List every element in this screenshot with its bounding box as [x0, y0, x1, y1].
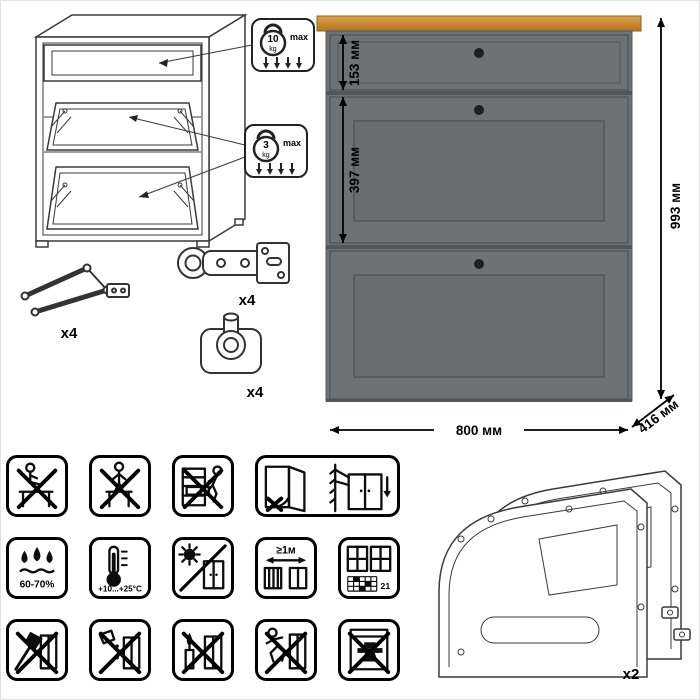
hardware-parts: x4 x4 x4 [20, 242, 290, 401]
weight-value: 10 [267, 34, 279, 45]
wireframe-flap-2 [46, 166, 199, 230]
pictogram-no-sharp-tools [6, 619, 68, 681]
kettlebell-icon [256, 129, 276, 140]
dimension-total-height: 993 мм [657, 18, 683, 399]
weight-unit: kg [262, 152, 270, 159]
pictogram-ventilation: 21 [338, 537, 400, 599]
calendar-day-label: 21 [381, 581, 391, 591]
dimension-drawer-height: 153 мм [339, 35, 362, 90]
wireframe-flap-1 [46, 102, 199, 151]
wireframe-drawer [43, 44, 202, 82]
kettlebell-icon [263, 23, 283, 34]
foot-qty: x4 [247, 384, 264, 401]
pictogram-no-children-playing [255, 619, 317, 681]
cabinet-flap-middle [329, 96, 629, 244]
panel-fittings [661, 606, 691, 641]
pictogram-no-standing [89, 455, 151, 517]
weight-unit: kg [269, 46, 277, 53]
flap-knob [474, 259, 484, 269]
pictogram-no-sitting [6, 455, 68, 517]
down-arrows-icon [256, 163, 295, 175]
hinge-qty: x4 [239, 292, 256, 309]
weight-limit-badge-drawer: 10 kg max [251, 18, 315, 72]
weight-value: 3 [263, 140, 269, 151]
heat-distance-label: ≥1м [276, 545, 296, 557]
no-climbing-drawers-icon [181, 465, 224, 510]
ventilation-icon: 21 [346, 545, 392, 592]
cabinet-drawer-front [329, 34, 629, 91]
cabinet-render: 153 мм 397 мм 993 мм 800 мм [316, 15, 683, 438]
pictogram-heat-distance: ≥1м [255, 537, 317, 599]
side-panels-drawing: x2 [438, 470, 691, 683]
svg-text:397 мм: 397 мм [347, 147, 362, 193]
adjustable-foot-icon: x4 [200, 312, 264, 401]
lid-stay-qty: x4 [61, 325, 78, 342]
temperature-icon: +10...+25°С [98, 545, 142, 594]
humidity-label: 60-70% [20, 579, 55, 590]
pictogram-no-open-flame [172, 619, 234, 681]
pictogram-no-heavy-load [338, 619, 400, 681]
side-panels-qty: x2 [623, 666, 640, 683]
flap-knob [474, 105, 484, 115]
pictogram-no-sunlight [172, 537, 234, 599]
humidity-icon: 60-70% [19, 546, 55, 590]
cabinet-worktop [316, 15, 642, 32]
pictogram-no-liquids [89, 619, 151, 681]
no-sunlight-icon [178, 543, 227, 592]
pictogram-no-climbing-drawers [172, 455, 234, 517]
svg-text:153 мм: 153 мм [347, 40, 362, 86]
no-open-flame-icon [181, 631, 225, 675]
pictogram-humidity: 60-70% [6, 537, 68, 599]
no-liquids-icon [98, 629, 142, 675]
svg-text:416 мм: 416 мм [635, 396, 681, 436]
svg-text:800 мм: 800 мм [456, 423, 502, 438]
care-pictograms: 60-70% +10...+25°С [1, 451, 411, 699]
no-standing-icon [99, 461, 141, 510]
drawer-knob [474, 48, 484, 58]
dimension-width: 800 мм [330, 423, 628, 438]
lid-stay-bracket-icon: x4 [20, 263, 130, 342]
pictogram-temperature: +10...+25°С [89, 537, 151, 599]
svg-text:993 мм: 993 мм [668, 183, 683, 229]
no-sitting-icon [16, 462, 58, 510]
weight-note: max [290, 32, 308, 42]
pictogram-anchor-to-wall [255, 455, 400, 517]
dimension-flap-height: 397 мм [339, 97, 362, 243]
no-heavy-load-icon [347, 628, 391, 675]
hinge-icon: x4 [177, 242, 290, 309]
weight-note: max [283, 138, 301, 148]
heat-distance-icon: ≥1м [263, 545, 308, 590]
cabinet-wireframe-drawing: 10 kg max 3 kg max [33, 13, 315, 248]
dimension-depth: 416 мм [631, 394, 681, 436]
no-sharp-tools-icon [14, 631, 59, 675]
anchor-to-wall-icon [264, 463, 392, 513]
temperature-label: +10...+25°С [98, 585, 142, 594]
down-arrows-icon [263, 57, 302, 69]
no-children-playing-icon [264, 627, 308, 675]
weight-limit-badge-flaps: 3 kg max [244, 124, 308, 178]
cabinet-flap-bottom [329, 250, 629, 400]
side-panel-front [438, 488, 648, 678]
